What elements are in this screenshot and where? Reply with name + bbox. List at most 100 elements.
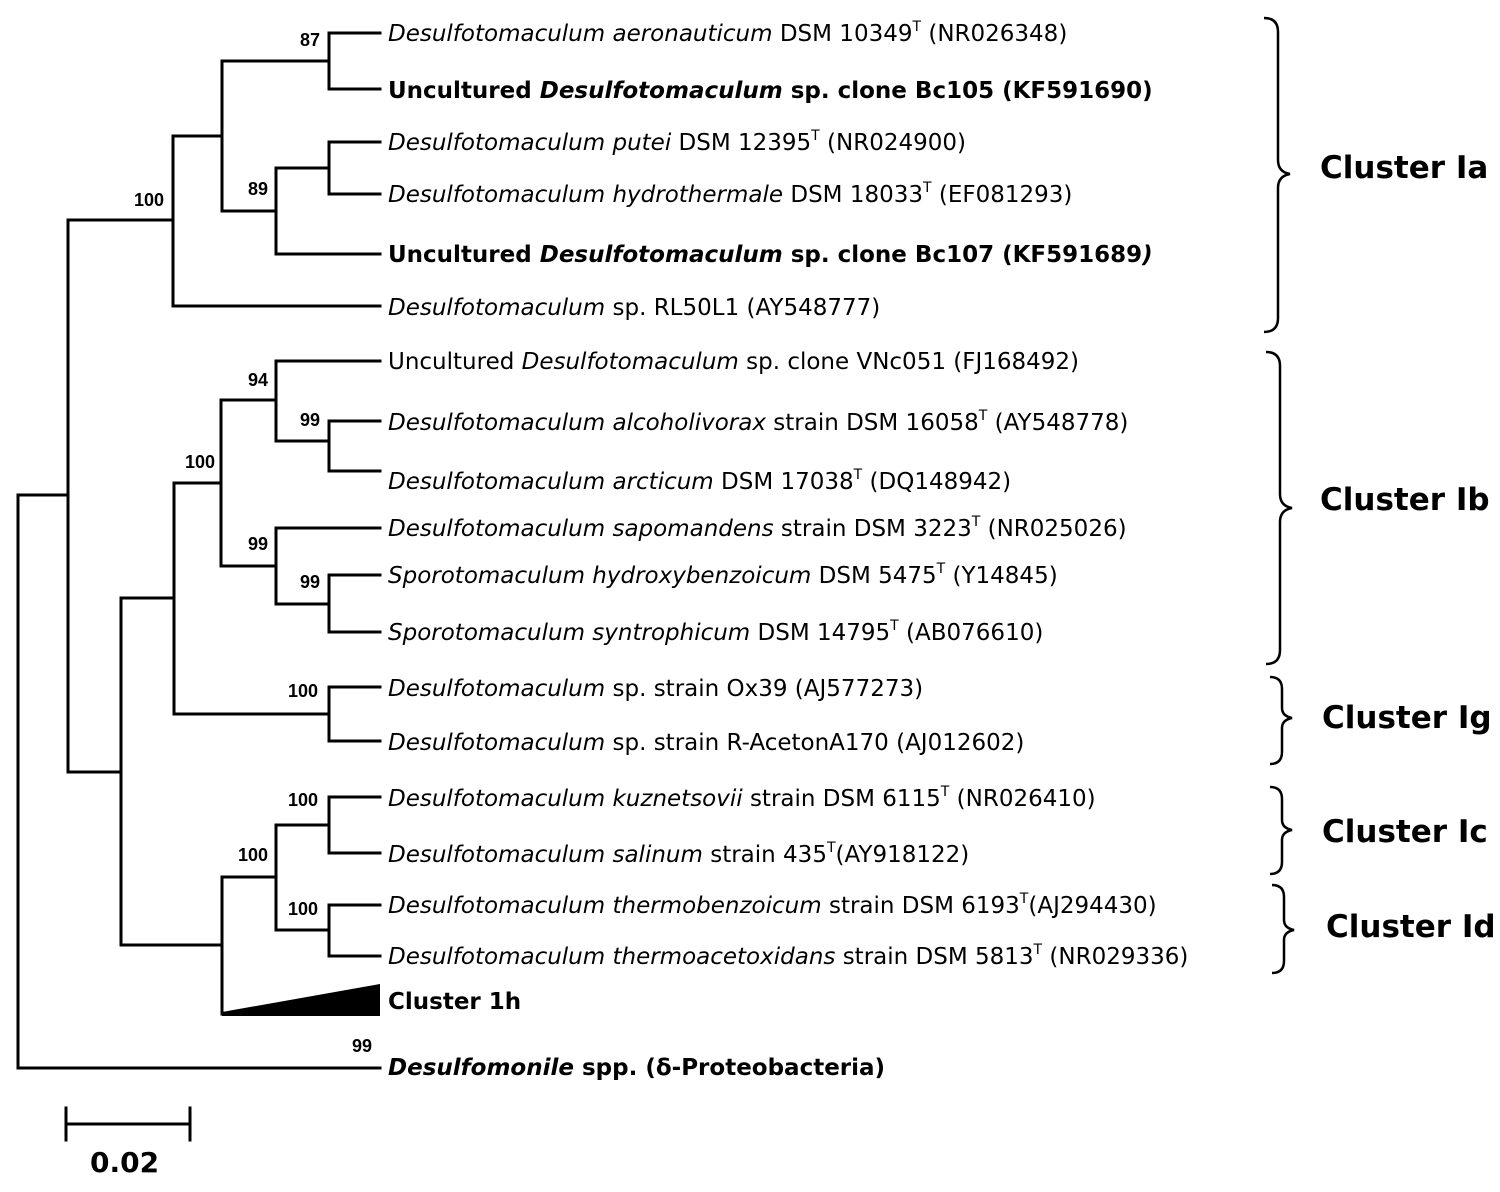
type-strain-mark: T (810, 128, 820, 144)
taxon-strain: DSM 14795 (750, 620, 890, 646)
cluster-label-ig: Cluster Ig (1322, 700, 1492, 736)
taxon-name: Desulfotomaculum putei (388, 130, 672, 156)
bootstrap-b6: 100 (185, 452, 215, 472)
taxon-t18: Desulfotomaculum thermoacetoxidans strai… (388, 942, 1188, 970)
taxon-accession: (AY548778) (987, 410, 1128, 436)
taxon-rest: sp. strain Ox39 (AJ577273) (605, 676, 923, 702)
taxon-accession: (NR025026) (980, 516, 1126, 542)
taxon-name: Desulfotomaculum (522, 349, 739, 375)
taxon-strain: DSM 10349 (773, 21, 913, 47)
taxon-t13: Desulfotomaculum sp. strain Ox39 (AJ5772… (388, 676, 923, 702)
taxon-name: Desulfotomaculum thermobenzoicum (388, 893, 822, 919)
taxon-t11: Sporotomaculum hydroxybenzoicum DSM 5475… (388, 561, 1058, 589)
taxon-name: Sporotomaculum syntrophicum (388, 620, 750, 646)
cluster-label-ib: Cluster Ib (1320, 482, 1490, 518)
taxon-rest: spp. (δ-Proteobacteria) (574, 1055, 885, 1081)
taxon-name: Desulfotomaculum sapomandens (388, 516, 774, 542)
taxon-accession: (AJ294430) (1028, 893, 1156, 919)
bootstrap-b1: 87 (300, 30, 320, 50)
taxon-name: Desulfotomaculum salinum (388, 842, 703, 868)
type-strain-mark: T (1019, 891, 1029, 907)
bootstrap-b3: 100 (134, 190, 164, 210)
taxon-t2: Uncultured Desulfotomaculum sp. clone Bc… (388, 78, 1153, 104)
bootstrap-b2: 89 (248, 179, 268, 199)
type-strain-mark: T (911, 19, 921, 35)
taxon-t4: Desulfotomaculum hydrothermale DSM 18033… (388, 180, 1072, 208)
taxon-strain: strain DSM 6115 (743, 786, 941, 812)
taxon-name: Desulfotomaculum (540, 78, 783, 104)
taxon-prefix: Uncultured (388, 242, 540, 268)
taxon-t8: Desulfotomaculum alcoholivorax strain DS… (388, 408, 1128, 436)
type-strain-mark: T (826, 840, 836, 856)
type-strain-mark: T (853, 467, 863, 483)
taxon-strain: DSM 12395 (671, 130, 811, 156)
taxon-t3: Desulfotomaculum putei DSM 12395T (NR024… (388, 128, 966, 156)
taxon-rest: sp. clone Bc107 (KF591689 (783, 242, 1142, 268)
taxon-t19: Cluster 1h (388, 989, 521, 1015)
bootstrap-b13: 99 (352, 1036, 372, 1056)
taxon-rest: sp. clone VNc051 (FJ168492) (739, 349, 1079, 375)
bootstrap-b4: 94 (248, 370, 268, 390)
taxon-name: Desulfotomaculum aeronauticum (388, 21, 773, 47)
taxon-t1: Desulfotomaculum aeronauticum DSM 10349T… (388, 19, 1067, 47)
collapsed-clade-1h (222, 984, 380, 1016)
taxon-t5: Uncultured Desulfotomaculum sp. clone Bc… (388, 242, 1153, 268)
taxon-strain: strain DSM 16058 (766, 410, 979, 436)
taxon-accession: (NR029336) (1042, 944, 1188, 970)
cluster-label-ia: Cluster Ia (1320, 150, 1488, 186)
bootstrap-b7: 99 (248, 534, 268, 554)
type-strain-mark: T (936, 561, 946, 577)
bootstrap-b5: 99 (300, 410, 320, 430)
taxon-name: Desulfotomaculum (388, 676, 605, 702)
taxon-t12: Sporotomaculum syntrophicum DSM 14795T (… (388, 618, 1043, 646)
taxon-t17: Desulfotomaculum thermobenzoicum strain … (388, 891, 1157, 919)
taxon-name: Desulfotomaculum hydrothermale (388, 182, 783, 208)
taxon-name: Desulfotomaculum (388, 730, 605, 756)
taxon-accession: (AY918122) (836, 842, 970, 868)
bootstrap-b9: 100 (288, 681, 318, 701)
cluster-label-id: Cluster Id (1326, 909, 1496, 945)
taxon-t7: Uncultured Desulfotomaculum sp. clone VN… (388, 349, 1079, 375)
bracket-cluster-ig (1269, 675, 1293, 766)
cluster-labels: Cluster Ia Cluster Ib Cluster Ig Cluster… (1320, 150, 1496, 945)
cluster-brackets (1263, 16, 1295, 975)
scale-bar: 0.02 (64, 1106, 192, 1179)
taxon-t14: Desulfotomaculum sp. strain R-AcetonA170… (388, 730, 1024, 756)
taxon-name: Desulfomonile (388, 1055, 574, 1081)
taxon-name: Desulfotomaculum alcoholivorax (388, 410, 766, 436)
taxon-name: Desulfotomaculum kuznetsovii (388, 786, 743, 812)
type-strain-mark: T (978, 408, 988, 424)
bootstrap-b12: 100 (288, 899, 318, 919)
bracket-cluster-ib (1265, 350, 1293, 666)
taxon-rest: sp. clone Bc105 (KF591690) (783, 78, 1153, 104)
taxon-accession: (EF081293) (932, 182, 1073, 208)
taxon-name: Sporotomaculum hydroxybenzoicum (388, 563, 811, 589)
bootstrap-b8: 99 (300, 572, 320, 592)
taxon-accession: (DQ148942) (862, 469, 1011, 495)
type-strain-mark: T (971, 514, 981, 530)
taxon-accession: (NR026410) (949, 786, 1095, 812)
taxon-accession: (NR024900) (820, 130, 966, 156)
bootstrap-b10: 100 (288, 790, 318, 810)
taxon-strain: strain DSM 3223 (774, 516, 972, 542)
bracket-cluster-ic (1269, 785, 1293, 876)
taxon-t10: Desulfotomaculum sapomandens strain DSM … (388, 514, 1127, 542)
taxon-t6: Desulfotomaculum sp. RL50L1 (AY548777) (388, 295, 880, 321)
bracket-cluster-id (1271, 883, 1295, 975)
bracket-cluster-ia (1263, 16, 1291, 334)
taxon-t16: Desulfotomaculum salinum strain 435T(AY9… (388, 840, 969, 868)
taxon-prefix: Uncultured (388, 349, 522, 375)
type-strain-mark: T (889, 618, 899, 634)
taxon-strain: DSM 17038 (714, 469, 854, 495)
taxon-prefix: Uncultured (388, 78, 540, 104)
taxon-t9: Desulfotomaculum arcticum DSM 17038T (DQ… (388, 467, 1011, 495)
type-strain-mark: T (1033, 942, 1043, 958)
taxon-name: Desulfotomaculum (388, 295, 605, 321)
bootstrap-values: 87 89 100 94 99 100 99 99 100 100 100 10… (134, 30, 372, 1056)
scale-bar-label: 0.02 (90, 1146, 159, 1179)
type-strain-mark: T (940, 784, 950, 800)
taxon-strain: strain DSM 6193 (822, 893, 1020, 919)
type-strain-mark: T (922, 180, 932, 196)
taxon-t15: Desulfotomaculum kuznetsovii strain DSM … (388, 784, 1096, 812)
bootstrap-b11: 100 (238, 845, 268, 865)
